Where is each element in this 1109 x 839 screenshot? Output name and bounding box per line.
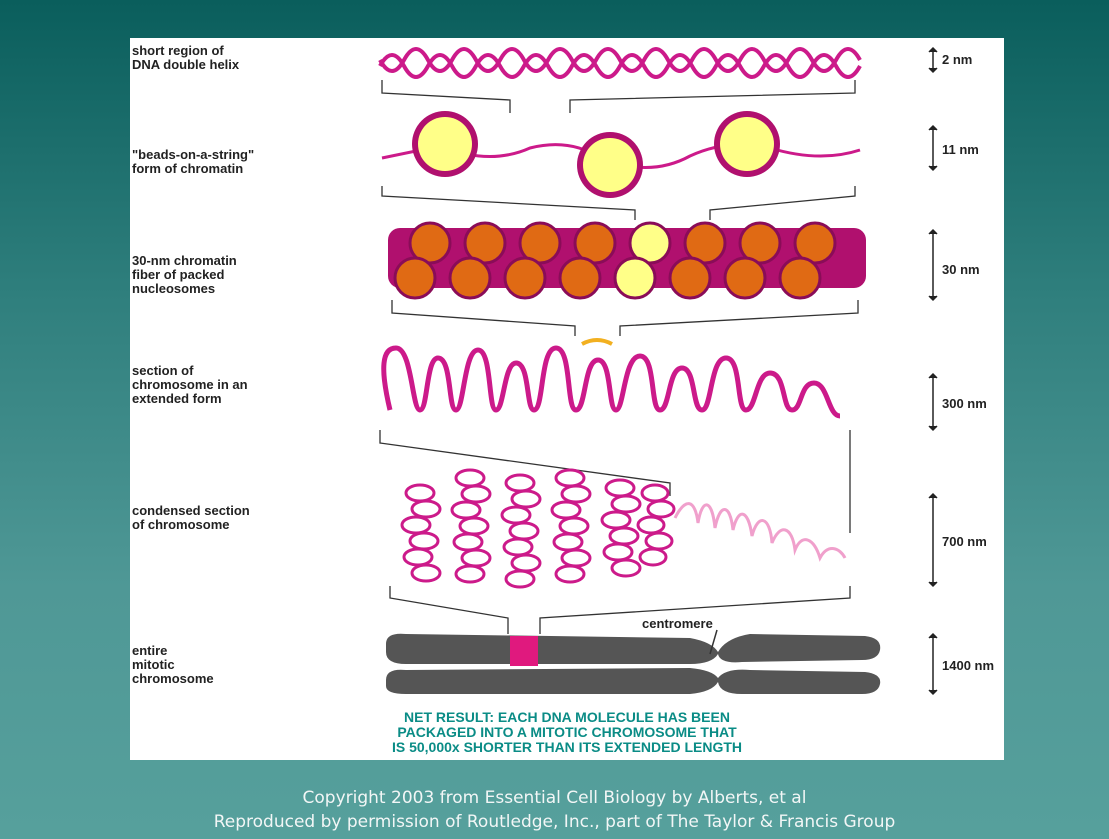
centromere-label: centromere (642, 616, 713, 631)
beads-on-string (382, 111, 860, 198)
net-result-line-1: NET RESULT: EACH DNA MOLECULE HAS BEEN (260, 710, 874, 725)
chromatin-fiber (388, 223, 866, 298)
scale-label-section: 300 nm (942, 396, 987, 411)
net-result-line-2: PACKAGED INTO A MITOTIC CHROMOSOME THAT (260, 725, 874, 740)
scale-bar-section (929, 374, 937, 430)
scale-label-condensed: 700 nm (942, 534, 987, 549)
label-chromatin-fiber: 30-nm chromatin fiber of packed nucleoso… (132, 254, 362, 296)
scale-bar-beads (929, 126, 937, 170)
diagram-panel: short region of DNA double helix "beads-… (130, 38, 1004, 760)
scale-label-entire: 1400 nm (942, 658, 994, 673)
scale-bar-dna (929, 48, 937, 72)
scale-label-dna: 2 nm (942, 52, 972, 67)
scale-bars (929, 48, 937, 694)
scale-bar-entire (929, 634, 937, 694)
copyright-line-2: Reproduced by permission of Routledge, I… (0, 810, 1109, 834)
label-dna-helix: short region of DNA double helix (132, 44, 362, 72)
mitotic-chromosome (386, 634, 880, 694)
connector-3 (392, 300, 858, 336)
highlighted-region (510, 636, 538, 666)
connector-1 (382, 80, 855, 113)
label-beads-on-string: "beads-on-a-string" form of chromatin (132, 148, 362, 176)
label-extended-section: section of chromosome in an extended for… (132, 364, 362, 406)
extended-chromosome-loops (384, 348, 840, 416)
fiber-segment-highlight (582, 340, 612, 344)
label-mitotic-chromosome: entire mitotic chromosome (132, 644, 362, 686)
net-result: NET RESULT: EACH DNA MOLECULE HAS BEEN P… (260, 710, 874, 755)
condensed-faded-loops (675, 504, 845, 558)
copyright-line-1: Copyright 2003 from Essential Cell Biolo… (0, 786, 1109, 810)
scale-label-fiber: 30 nm (942, 262, 980, 277)
connector-5 (390, 586, 850, 634)
scale-label-beads: 11 nm (942, 142, 979, 157)
copyright-notice: Copyright 2003 from Essential Cell Biolo… (0, 786, 1109, 834)
condensed-coils (402, 470, 674, 587)
scale-bar-condensed (929, 494, 937, 586)
dna-helix (380, 49, 860, 77)
label-condensed-section: condensed section of chromosome (132, 504, 362, 532)
scale-bar-fiber (929, 230, 937, 300)
net-result-line-3: IS 50,000x SHORTER THAN ITS EXTENDED LEN… (260, 740, 874, 755)
